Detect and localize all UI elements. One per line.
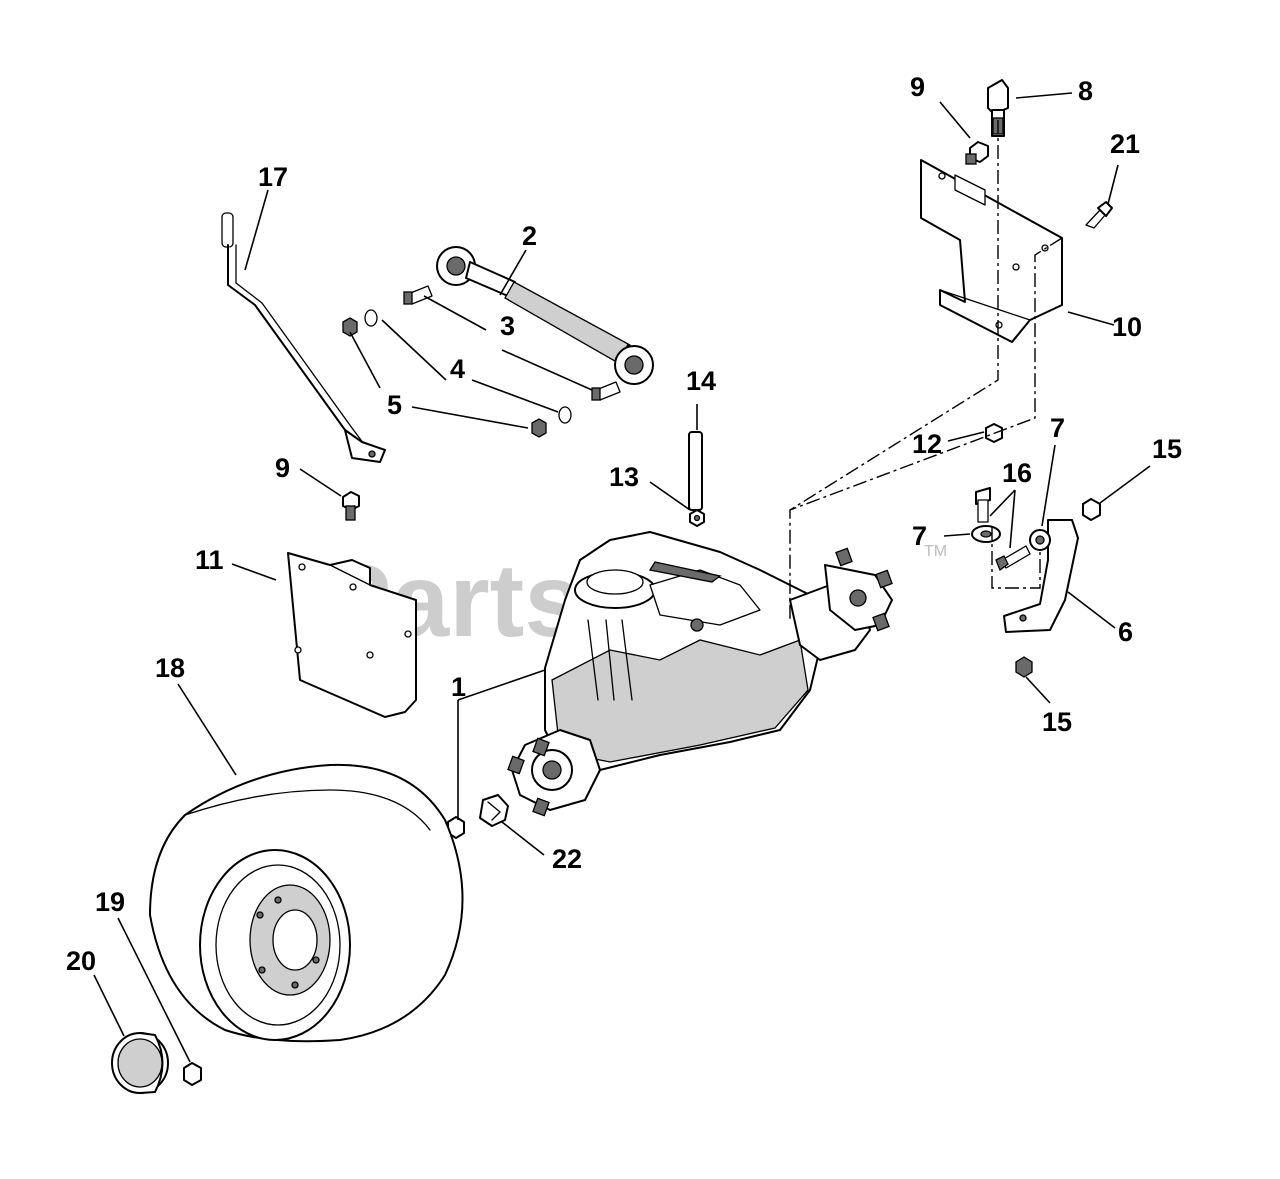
part-20-cap[interactable]	[111, 1032, 169, 1094]
callout-13[interactable]: 13	[609, 462, 639, 492]
part-16-bolts[interactable]	[975, 487, 1031, 572]
part-1-transaxle[interactable]	[507, 531, 893, 817]
part-21-bolt[interactable]	[1085, 201, 1113, 229]
part-3-bolts[interactable]	[403, 285, 621, 401]
callout-10[interactable]: 10	[1112, 312, 1142, 342]
callout-4[interactable]: 4	[450, 354, 465, 384]
callout-3[interactable]: 3	[500, 311, 515, 341]
part-22-collar[interactable]	[479, 794, 509, 827]
part-9-left-bolt[interactable]	[342, 491, 360, 521]
callout-6[interactable]: 6	[1118, 617, 1133, 647]
callout-12[interactable]: 12	[912, 429, 942, 459]
part-5-nuts[interactable]	[342, 317, 547, 438]
callout-2[interactable]: 2	[522, 221, 537, 251]
callout-21[interactable]: 21	[1110, 129, 1140, 159]
part-18-wheel[interactable]	[149, 763, 464, 1043]
callout-7-left[interactable]: 7	[912, 521, 927, 551]
part-11-plate[interactable]	[287, 552, 417, 718]
part-19-nut[interactable]	[183, 1062, 202, 1086]
callout-15-bottom[interactable]: 15	[1042, 707, 1072, 737]
part-2-damper[interactable]	[436, 246, 654, 385]
callout-5[interactable]: 5	[387, 390, 402, 420]
callout-14[interactable]: 14	[686, 366, 716, 396]
callout-20[interactable]: 20	[66, 946, 96, 976]
callout-1[interactable]: 1	[451, 672, 466, 702]
callout-numbers: 1 2 3 4 5 6 7 7 8 9 9 10 11 12 13 14 15 …	[66, 72, 1182, 976]
part-13-nut[interactable]	[689, 509, 705, 527]
part-6-bracket[interactable]	[1003, 519, 1079, 633]
part-14-pin[interactable]	[688, 431, 703, 511]
leader-lines	[93, 92, 1151, 1063]
callout-8[interactable]: 8	[1078, 76, 1093, 106]
callout-11[interactable]: 11	[195, 545, 224, 575]
assembly-lines	[789, 120, 1063, 620]
callout-7-top[interactable]: 7	[1050, 413, 1065, 443]
part-10-bracket[interactable]	[920, 159, 1063, 343]
part-7-washer[interactable]	[971, 525, 1001, 543]
callout-22[interactable]: 22	[552, 844, 582, 874]
callout-19[interactable]: 19	[95, 887, 125, 917]
part-4-washers[interactable]	[364, 309, 572, 424]
callout-15-top[interactable]: 15	[1152, 434, 1182, 464]
callout-17[interactable]: 17	[258, 162, 288, 192]
callout-16[interactable]: 16	[1002, 458, 1032, 488]
callout-18[interactable]: 18	[155, 653, 185, 683]
watermark-trademark: TM	[924, 543, 947, 560]
part-15-nuts[interactable]	[1015, 498, 1101, 678]
callout-9-left[interactable]: 9	[275, 453, 290, 483]
callout-9-top[interactable]: 9	[910, 72, 925, 102]
part-9-top-bolt[interactable]	[965, 141, 989, 165]
part-17-rod[interactable]	[221, 212, 386, 463]
